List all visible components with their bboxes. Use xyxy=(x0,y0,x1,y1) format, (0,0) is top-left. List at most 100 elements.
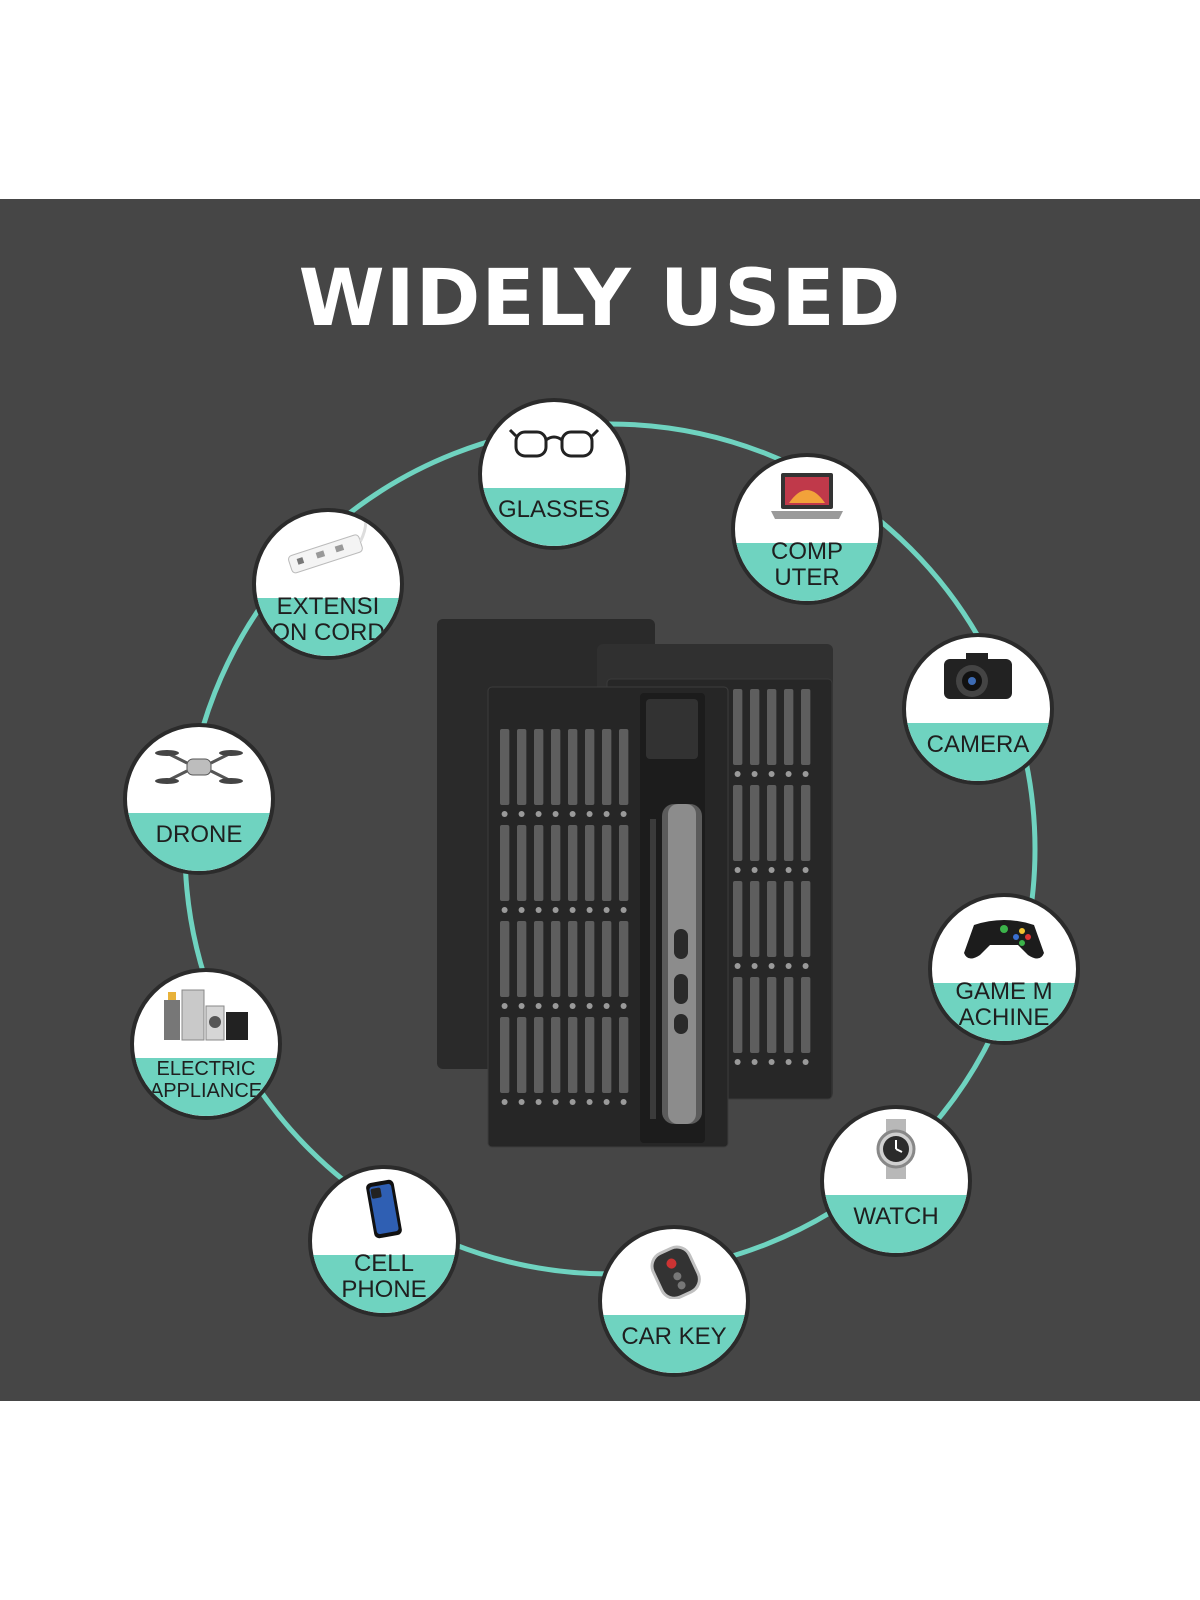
bit-slot xyxy=(501,907,508,913)
screwdriver-bit xyxy=(500,729,510,805)
use-badge-extension-cord: EXTENSI ON CORD xyxy=(252,508,404,660)
screwdriver-bit xyxy=(551,921,561,997)
badge-label: WATCH xyxy=(853,1203,939,1230)
badge-label: ELECTRIC APPLIANCE xyxy=(149,1058,263,1102)
badge-label: GLASSES xyxy=(497,496,611,523)
bit-slot xyxy=(518,1003,525,1009)
phone-icon xyxy=(338,1179,430,1239)
badge-band xyxy=(256,598,400,656)
bit-slot xyxy=(552,1099,559,1105)
screwdriver-bit xyxy=(585,729,595,805)
bit-slot xyxy=(569,1003,576,1009)
bit-slot xyxy=(768,963,775,969)
badge-band xyxy=(824,1195,968,1253)
bit-slot xyxy=(620,1003,627,1009)
bit-slot xyxy=(751,867,758,873)
screwdriver-bit xyxy=(733,785,743,861)
screwdriver-bit xyxy=(551,825,561,901)
badge-label: GAME M ACHINE xyxy=(955,978,1053,1031)
badge-band xyxy=(482,488,626,546)
bit-slot xyxy=(586,1099,593,1105)
badge-label: CAMERA xyxy=(926,731,1030,758)
bit-slot xyxy=(802,1059,809,1065)
bit-slot xyxy=(552,1003,559,1009)
bit-slot xyxy=(535,1099,542,1105)
screwdriver-bit xyxy=(534,825,544,901)
screwdriver-bit xyxy=(750,881,760,957)
bit-slot xyxy=(501,1003,508,1009)
badge-band xyxy=(134,1058,278,1116)
badge-label: CAR KEY xyxy=(621,1323,727,1350)
screwdriver-bit xyxy=(585,921,595,997)
bit-slot xyxy=(535,811,542,817)
bit-slot xyxy=(535,907,542,913)
screwdriver-bit xyxy=(801,881,811,957)
bit-slot xyxy=(501,1099,508,1105)
badge-label: CELL PHONE xyxy=(341,1250,427,1303)
bit-slot xyxy=(734,771,741,777)
screwdriver-bit xyxy=(767,689,777,765)
screwdriver-bit xyxy=(568,729,578,805)
bit-slot xyxy=(785,867,792,873)
use-badge-camera: CAMERA xyxy=(902,633,1054,785)
bit-slot xyxy=(751,771,758,777)
bit-slot xyxy=(734,963,741,969)
screwdriver-bit xyxy=(767,977,777,1053)
bit-slot xyxy=(501,811,508,817)
screwdriver-bit xyxy=(767,881,777,957)
use-badge-game-machine: GAME M ACHINE xyxy=(928,893,1080,1045)
screwdriver-bit xyxy=(534,921,544,997)
screwdriver-bit xyxy=(602,1017,612,1093)
bit-slot xyxy=(802,771,809,777)
use-badge-computer: COMP UTER xyxy=(731,453,883,605)
badge-band xyxy=(932,983,1076,1041)
use-badge-car-key: CAR KEY xyxy=(598,1225,750,1377)
bit-slot xyxy=(603,1003,610,1009)
bit-slot xyxy=(518,1099,525,1105)
use-badge-drone: DRONE xyxy=(123,723,275,875)
badge-band xyxy=(127,813,271,871)
bit-slot xyxy=(569,1099,576,1105)
bit-slot xyxy=(734,867,741,873)
camera-icon xyxy=(932,647,1024,707)
screwdriver-bit xyxy=(801,785,811,861)
screwdriver-bit xyxy=(767,785,777,861)
badge-band xyxy=(906,723,1050,781)
screwdriver-bit xyxy=(733,881,743,957)
feature-panel: WIDELY USED xyxy=(0,199,1200,1401)
screwdriver-bit xyxy=(517,921,527,997)
screwdriver-bit xyxy=(500,825,510,901)
bit-slot xyxy=(802,867,809,873)
badge-label: EXTENSI ON CORD xyxy=(271,593,385,646)
bit-slot xyxy=(603,811,610,817)
bit-slot xyxy=(785,1059,792,1065)
screwdriver-bit xyxy=(784,977,794,1053)
badge-label: DRONE xyxy=(155,821,243,848)
bit-slot xyxy=(552,811,559,817)
bit-slot xyxy=(586,907,593,913)
bit-slot xyxy=(620,811,627,817)
screwdriver-bit xyxy=(750,689,760,765)
drone-icon xyxy=(153,737,245,797)
screwdriver-bit xyxy=(517,1017,527,1093)
bit-slot xyxy=(535,1003,542,1009)
bit-slot xyxy=(569,811,576,817)
use-badge-watch: WATCH xyxy=(820,1105,972,1257)
badge-band xyxy=(735,543,879,601)
bit-slot xyxy=(620,1099,627,1105)
screwdriver-bit xyxy=(568,825,578,901)
screwdriver-bit xyxy=(801,977,811,1053)
bit-slot xyxy=(518,811,525,817)
use-badge-glasses: GLASSES xyxy=(478,398,630,550)
bit-slot xyxy=(751,1059,758,1065)
screwdriver-bit xyxy=(517,729,527,805)
bit-slot xyxy=(569,907,576,913)
bit-slot xyxy=(586,811,593,817)
bit-slot xyxy=(802,963,809,969)
screwdriver-bit xyxy=(733,689,743,765)
bit-slot xyxy=(603,1099,610,1105)
screwdriver-bit xyxy=(585,825,595,901)
screwdriver-bit xyxy=(551,1017,561,1093)
car-key-icon xyxy=(628,1239,720,1300)
bit-slot xyxy=(785,963,792,969)
